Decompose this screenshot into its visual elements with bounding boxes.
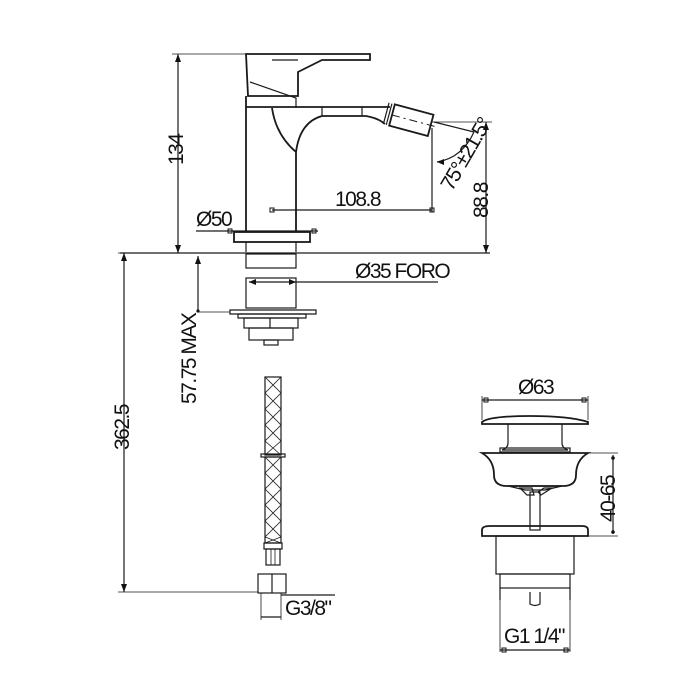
label-nozzle-angle: 75°±21.5° xyxy=(436,114,496,195)
dimension-base-diameter: Ø50 xyxy=(196,208,318,234)
dimension-nozzle-angle: 75°±21.5° xyxy=(433,114,496,195)
label-waste-thread: G1 1/4" xyxy=(504,625,565,648)
flexible-hose xyxy=(257,376,287,594)
label-waste-cap: Ø63 xyxy=(518,376,554,399)
dimension-height-134: 134 xyxy=(165,53,246,253)
label-hose-thread: G3/8" xyxy=(285,597,332,620)
label-nozzle-height: 88.8 xyxy=(470,182,493,218)
label-max-thickness: 57.75 MAX xyxy=(178,312,201,404)
dimension-waste-thread: G1 1/4" xyxy=(499,600,571,653)
pop-up-waste xyxy=(478,415,592,607)
dimension-hose-length: 362.5 xyxy=(111,252,258,593)
dimension-nozzle-height: 88.8 xyxy=(432,121,493,253)
label-spout-reach: 108.8 xyxy=(335,188,381,211)
label-waste-range: 40-65 xyxy=(597,475,620,522)
mixer-body xyxy=(233,53,439,252)
dimension-max-thickness: 57.75 MAX xyxy=(178,256,230,404)
label-base-diameter: Ø50 xyxy=(196,208,232,231)
dimension-reach-108-8: 108.8 xyxy=(269,128,435,213)
mounting-kit xyxy=(229,253,317,346)
label-hose-length: 362.5 xyxy=(111,404,134,450)
dimension-waste-range: 40-65 xyxy=(588,452,620,537)
label-hole-diameter: Ø35 FORO xyxy=(355,260,450,283)
dimension-hose-thread: G3/8" xyxy=(260,593,335,620)
dimension-hole-diameter: Ø35 FORO xyxy=(249,260,452,285)
label-total-height: 134 xyxy=(165,133,188,165)
dimension-waste-cap: Ø63 xyxy=(481,376,589,420)
